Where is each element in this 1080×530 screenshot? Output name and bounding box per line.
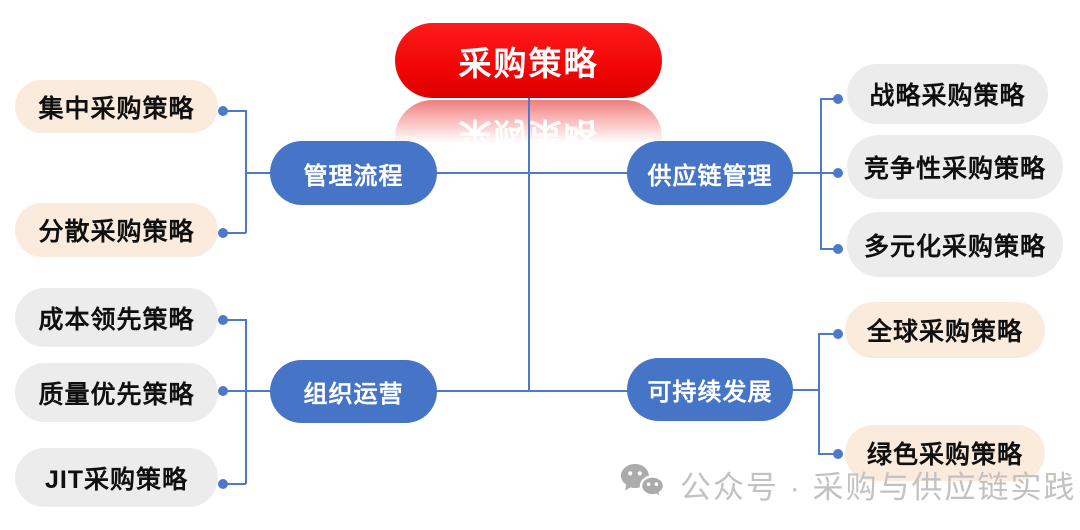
branch-organization-operations: 组织运营 bbox=[270, 360, 437, 423]
connector-dot bbox=[833, 449, 843, 459]
connector-line bbox=[820, 98, 822, 249]
connector-line bbox=[223, 483, 246, 485]
connector-line bbox=[223, 110, 246, 112]
watermark: 公众号 · 采购与供应链实践 bbox=[620, 462, 1077, 507]
connector-line bbox=[818, 333, 838, 335]
leaf-global-procurement: 全球采购策略 bbox=[845, 302, 1045, 358]
wechat-icon bbox=[620, 463, 668, 507]
leaf-decentralized-procurement: 分散采购策略 bbox=[15, 203, 218, 257]
branch-management-process: 管理流程 bbox=[270, 141, 437, 205]
connector-line bbox=[223, 390, 246, 392]
connector-line bbox=[792, 172, 838, 174]
connector-line bbox=[223, 319, 246, 321]
connector-line bbox=[818, 333, 820, 454]
connector-dot bbox=[218, 315, 228, 325]
watermark-text: 公众号 · 采购与供应链实践 bbox=[680, 470, 1077, 505]
leaf-green-procurement: 绿色采购策略 bbox=[845, 425, 1045, 481]
connector-line bbox=[818, 453, 838, 455]
leaf-diversified-procurement: 多元化采购策略 bbox=[847, 212, 1063, 277]
connector-line bbox=[820, 248, 838, 250]
connector-dot bbox=[833, 329, 843, 339]
connector-line bbox=[792, 389, 819, 391]
connector-line bbox=[528, 98, 530, 391]
connector-line bbox=[223, 232, 246, 234]
connector-dot bbox=[833, 168, 843, 178]
connector-line bbox=[820, 98, 838, 100]
leaf-competitive-procurement: 竞争性采购策略 bbox=[847, 135, 1063, 199]
connector-line bbox=[245, 319, 247, 484]
leaf-cost-leadership: 成本领先策略 bbox=[15, 288, 218, 347]
branch-supply-chain-management: 供应链管理 bbox=[627, 141, 793, 205]
branch-sustainable-development: 可持续发展 bbox=[627, 358, 793, 421]
connector-line bbox=[245, 110, 247, 233]
leaf-strategic-procurement: 战略采购策略 bbox=[847, 64, 1048, 124]
root-node: 采购策略 bbox=[395, 23, 662, 98]
connector-dot bbox=[218, 106, 228, 116]
connector-dot bbox=[218, 228, 228, 238]
leaf-quality-first: 质量优先策略 bbox=[15, 363, 218, 422]
connector-dot bbox=[833, 244, 843, 254]
connector-dot bbox=[218, 386, 228, 396]
connector-dot bbox=[218, 479, 228, 489]
leaf-centralized-procurement: 集中采购策略 bbox=[15, 80, 218, 133]
leaf-jit-procurement: JIT采购策略 bbox=[15, 448, 218, 507]
connector-dot bbox=[833, 94, 843, 104]
